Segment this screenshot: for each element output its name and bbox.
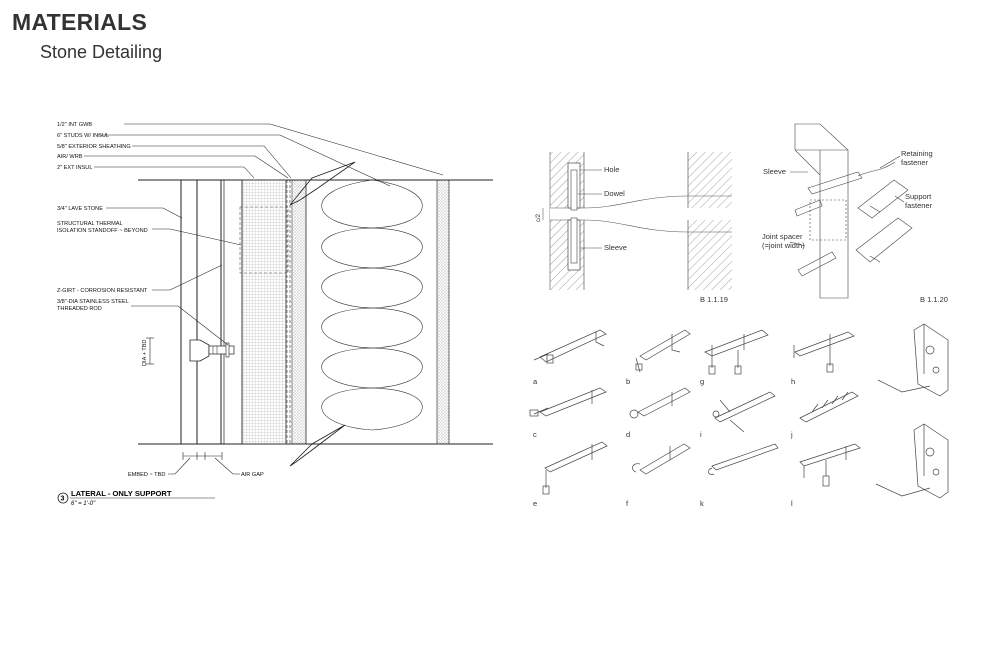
anchor-bracket-top xyxy=(877,323,949,397)
ext-insulation-board xyxy=(241,179,287,445)
break-symbol-top xyxy=(289,161,356,206)
anchor-l xyxy=(799,443,861,487)
anchor-letter: i xyxy=(700,430,702,439)
anchor-letter: l xyxy=(791,499,793,508)
caption-b1120: B 1.1.20 xyxy=(920,295,948,304)
threaded-rod-anchor xyxy=(189,339,235,362)
standoff-outline xyxy=(239,206,289,274)
anchor-h xyxy=(793,331,855,373)
label-sleeve: Sleeve xyxy=(604,243,627,252)
anchor-letter: k xyxy=(700,499,704,508)
lave-stone-layer xyxy=(180,180,198,444)
label-studs: 6" STUDS W/ INSUL xyxy=(57,133,109,139)
anchor-f xyxy=(632,443,691,475)
label-support-line2: fastener xyxy=(905,201,933,210)
page-title: MATERIALS xyxy=(12,9,148,35)
anchor-catalog xyxy=(529,323,949,499)
break-symbol-bottom xyxy=(289,424,346,467)
anchor-bracket-bottom xyxy=(875,423,949,499)
label-rod-line1: 3/8"-DIA STAINLESS STEEL xyxy=(57,299,129,305)
anchor-letter: c xyxy=(533,430,537,439)
callout-scale: 6" = 1'-0" xyxy=(71,501,96,507)
sheathing-layer xyxy=(291,179,307,445)
wall-section-detail: DIA + TBD 1/2" INT GWB 6" STUDS W/ INSUL… xyxy=(57,122,493,507)
dia-dimension: DIA + TBD xyxy=(142,340,148,366)
label-standoff-line1: STRUCTURAL THERMAL xyxy=(57,221,123,227)
label-joint-spacer-line1: Joint spacer xyxy=(762,232,803,241)
anchor-letter: a xyxy=(533,377,538,386)
page-subtitle: Stone Detailing xyxy=(40,42,163,62)
label-lave-stone: 3/4" LAVE STONE xyxy=(57,206,103,212)
label-zgirt: Z-GIRT - CORROSION RESISTANT xyxy=(57,288,148,294)
fastener-figure xyxy=(789,123,913,299)
label-retaining-line1: Retaining xyxy=(901,149,933,158)
label-standoff-line2: ISOLATION STANDOFF ~ BEYOND xyxy=(57,228,148,234)
anchor-a xyxy=(533,329,607,364)
anchor-e xyxy=(542,441,608,495)
anchor-g xyxy=(704,329,769,375)
detail-callout: 3 LATERAL - ONLY SUPPORT 6" = 1'-0" xyxy=(57,489,215,507)
anchor-letter: j xyxy=(790,430,793,439)
anchor-b xyxy=(635,329,691,373)
label-embed: EMBED ~ TBD xyxy=(128,472,165,478)
batt-insulation xyxy=(305,179,423,444)
anchor-letter: f xyxy=(626,499,629,508)
label-air-gap: AIR GAP xyxy=(241,472,264,478)
label-sleeve-2: Sleeve xyxy=(763,167,786,176)
callout-number: 3 xyxy=(61,496,65,503)
anchor-letter: b xyxy=(626,377,630,386)
label-int-gwb: 1/2" INT GWB xyxy=(57,122,92,128)
label-joint-spacer-line2: (=joint width) xyxy=(762,241,805,250)
label-dowel: Dowel xyxy=(604,189,625,198)
callout-title: LATERAL - ONLY SUPPORT xyxy=(71,489,172,498)
label-support-line1: Support xyxy=(905,192,932,201)
anchor-i xyxy=(712,391,776,433)
anchor-letter: h xyxy=(791,377,795,386)
anchor-letter: g xyxy=(700,377,704,386)
label-ext-sheathing: 5/8" EXTERIOR SHEATHING xyxy=(57,144,131,150)
anchor-c xyxy=(529,387,607,417)
anchor-letter: e xyxy=(533,499,537,508)
label-retaining-line2: fastener xyxy=(901,158,929,167)
anchor-letter: d xyxy=(626,430,630,439)
gwb-layer xyxy=(436,179,450,445)
label-hole: Hole xyxy=(604,165,619,174)
anchor-d xyxy=(629,387,691,419)
label-ext-insul: 2" EXT INSUL xyxy=(57,165,92,171)
label-rod-line2: THREADED ROD xyxy=(57,306,102,312)
label-air-wrb: AIR/ WRB xyxy=(57,154,83,160)
anchor-k xyxy=(708,443,779,475)
caption-b1119: B 1.1.19 xyxy=(700,295,728,304)
label-joint-gap: c/2 xyxy=(536,213,542,222)
dowel-figure: Hole Dowel Sleeve c/2 B 1.1.19 xyxy=(536,152,732,304)
anchor-j xyxy=(799,391,859,423)
